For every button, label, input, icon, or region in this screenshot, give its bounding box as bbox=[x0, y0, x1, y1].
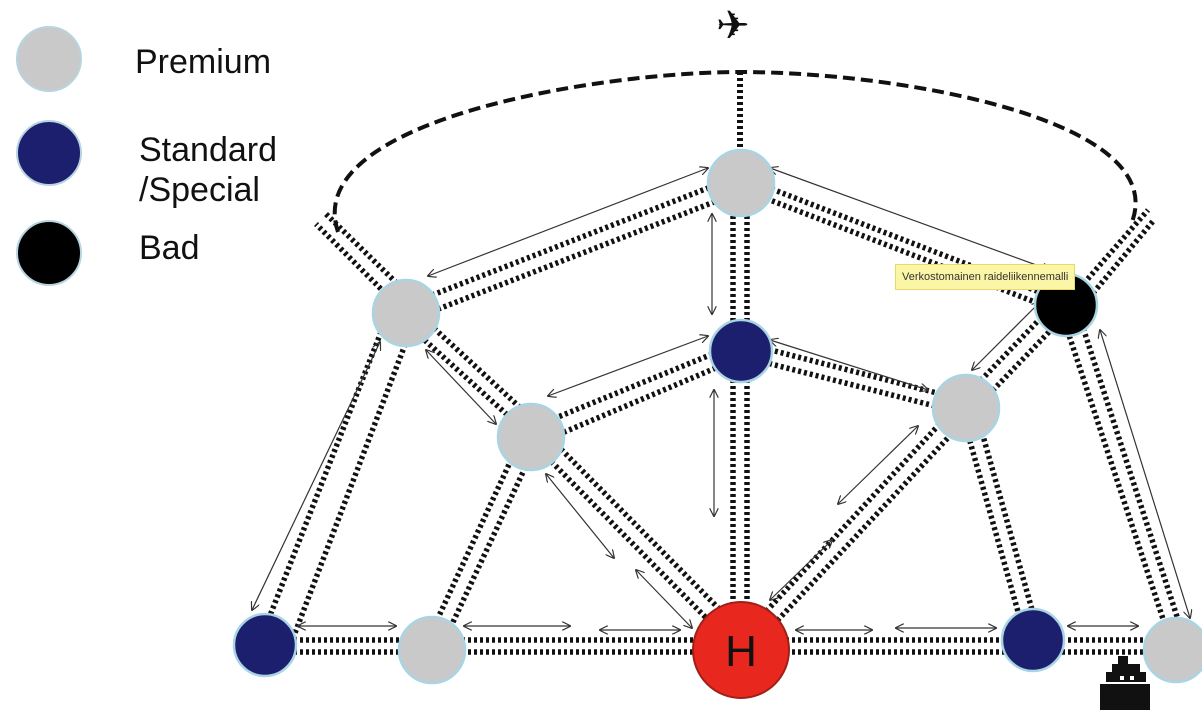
track-N5-H bbox=[730, 350, 750, 640]
hub-node: H bbox=[692, 601, 790, 699]
arrow bbox=[838, 426, 918, 504]
arrow bbox=[972, 302, 1040, 370]
track-N6-N10 bbox=[423, 430, 541, 652]
arrow bbox=[546, 474, 614, 558]
arrow bbox=[770, 168, 1050, 270]
arrow bbox=[548, 336, 708, 396]
arrow bbox=[636, 570, 692, 628]
node-premium bbox=[496, 402, 566, 472]
flow-arrows bbox=[252, 168, 1190, 630]
track-N3-N7 bbox=[737, 173, 1067, 317]
arrow bbox=[252, 342, 380, 610]
node-premium bbox=[706, 148, 776, 218]
track-N2-N1 bbox=[259, 302, 419, 647]
airplane-icon: ✈ bbox=[716, 3, 750, 49]
node-standard bbox=[708, 318, 774, 384]
track-N8-H bbox=[733, 400, 975, 654]
nodes bbox=[232, 148, 1202, 685]
rail-tracks bbox=[259, 173, 1187, 655]
node-standard bbox=[1000, 607, 1066, 673]
standard-label: Standard /Special bbox=[139, 131, 277, 209]
hub-circle bbox=[692, 601, 790, 699]
arrow bbox=[1100, 330, 1190, 618]
arrow bbox=[426, 350, 496, 424]
standard-swatch bbox=[16, 120, 82, 186]
node-premium bbox=[1142, 616, 1202, 684]
track-N6-H bbox=[524, 426, 750, 650]
node-standard bbox=[232, 612, 298, 678]
node-premium bbox=[397, 615, 467, 685]
tooltip: Verkostomainen raideliikennemalli bbox=[895, 264, 1076, 290]
premium-label: Premium bbox=[135, 43, 272, 81]
bad-swatch bbox=[16, 220, 82, 286]
arrow bbox=[770, 540, 832, 600]
node-premium bbox=[371, 278, 441, 348]
ship-icon bbox=[1100, 656, 1150, 710]
arrow bbox=[428, 168, 708, 276]
track-N2-N3 bbox=[403, 173, 746, 323]
bad-label: Bad bbox=[139, 229, 200, 267]
arrow bbox=[770, 340, 928, 390]
track-N8-N11 bbox=[957, 403, 1043, 641]
track-N7-N9 bbox=[1055, 299, 1187, 641]
hub-label: H bbox=[725, 627, 757, 676]
node-premium bbox=[931, 373, 1001, 443]
premium-swatch bbox=[16, 26, 82, 92]
